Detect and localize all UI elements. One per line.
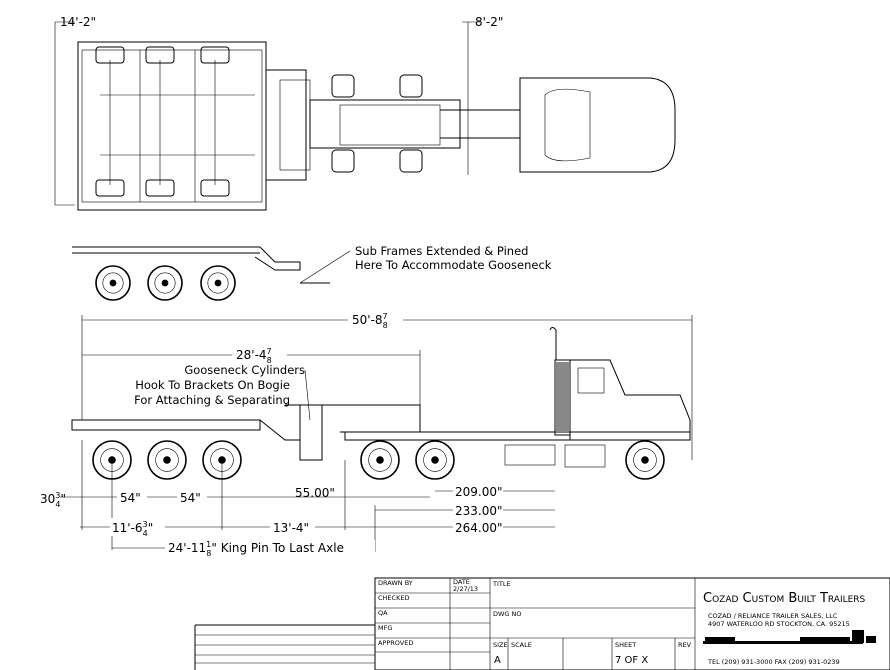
wheel-hub bbox=[376, 456, 384, 464]
company-logo-truck bbox=[703, 630, 876, 644]
date-label: DATE bbox=[453, 578, 470, 586]
mfg-label: MFG bbox=[378, 624, 392, 632]
title-block: DRAWN BY DATE 2/27/13 CHECKED QA MFG APP… bbox=[194, 577, 890, 670]
size-label: SIZE bbox=[493, 641, 508, 649]
company-name: Cozad Custom Built Trailers bbox=[703, 591, 866, 606]
qa-label: QA bbox=[378, 609, 388, 617]
cylinder-note-1: Gooseneck Cylinders bbox=[184, 363, 305, 377]
dim-13-4: 13'-4" bbox=[273, 521, 309, 535]
dwg-no-label: DWG NO bbox=[493, 610, 522, 618]
wheel-hub bbox=[641, 456, 649, 464]
sheet-label: SHEET bbox=[615, 641, 636, 649]
company-phone: TEL (209) 931-3000 FAX (209) 931-0239 bbox=[707, 658, 840, 666]
wheel-hub bbox=[161, 279, 169, 287]
wheel-rim bbox=[102, 272, 124, 294]
plan-width-dim: 14'-2" bbox=[60, 15, 96, 29]
wheel-hub bbox=[163, 456, 171, 464]
checked-label: CHECKED bbox=[378, 594, 409, 602]
wheel-rim bbox=[154, 272, 176, 294]
approved-label: APPROVED bbox=[378, 639, 413, 647]
dim-233: 233.00" bbox=[455, 504, 503, 518]
company-line-2: 4907 WATERLOO RD STOCKTON, CA. 95215 bbox=[708, 620, 850, 628]
dim-264: 264.00" bbox=[455, 521, 503, 535]
wheel-rim bbox=[423, 448, 447, 472]
subframe-note-2: Here To Accommodate Gooseneck bbox=[355, 258, 552, 272]
wheel bbox=[200, 265, 236, 301]
wheel bbox=[95, 265, 131, 301]
cylinder-note-2: Hook To Brackets On Bogie bbox=[135, 378, 290, 392]
plan-view: 14'-2" 8'-2" bbox=[54, 15, 676, 211]
dim-209: 209.00" bbox=[455, 485, 503, 499]
tractor-width-dim: 8'-2" bbox=[475, 15, 503, 29]
wheel-hub bbox=[214, 279, 222, 287]
wheel-rim bbox=[633, 448, 657, 472]
wheel bbox=[147, 440, 187, 480]
size-value: A bbox=[494, 655, 501, 666]
title-label: TITLE bbox=[492, 580, 511, 588]
sheet-value: 7 OF X bbox=[615, 655, 648, 666]
wheel bbox=[625, 440, 665, 480]
drawn-by-label: DRAWN BY bbox=[378, 579, 413, 587]
company-line-1: COZAD / RELIANCE TRAILER SALES, LLC bbox=[708, 612, 838, 620]
dim-55: 55.00" bbox=[295, 486, 335, 500]
wheel-rim bbox=[368, 448, 392, 472]
scale-label: SCALE bbox=[511, 641, 532, 649]
wheel-hub bbox=[109, 279, 117, 287]
axle-spacing-2: 54" bbox=[180, 491, 201, 505]
wheel-rim bbox=[155, 448, 179, 472]
cylinder-note-3: For Attaching & Separating bbox=[134, 393, 290, 407]
wheel bbox=[415, 440, 455, 480]
rev-label: REV bbox=[678, 641, 692, 649]
wheel bbox=[360, 440, 400, 480]
wheel-hub bbox=[431, 456, 439, 464]
subframe-side-view: Sub Frames Extended & Pined Here To Acco… bbox=[72, 244, 552, 301]
date-value: 2/27/13 bbox=[453, 585, 478, 593]
axle-spacing-1: 54" bbox=[120, 491, 141, 505]
wheel bbox=[147, 265, 183, 301]
subframe-note-1: Sub Frames Extended & Pined bbox=[355, 244, 528, 258]
wheel-rim bbox=[207, 272, 229, 294]
